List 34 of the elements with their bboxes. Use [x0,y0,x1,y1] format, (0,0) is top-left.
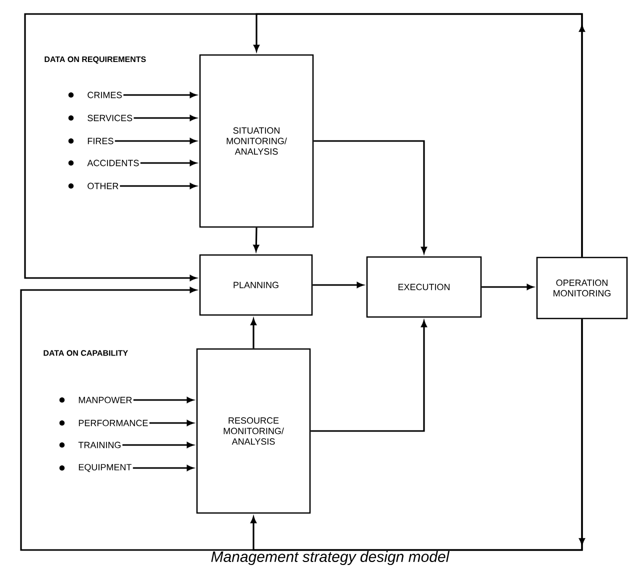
list-item: SERVICES [88,114,132,122]
list-item: ACCIDENTS [87,160,139,166]
arrow [253,228,260,252]
arrow [120,183,196,189]
process-box: EXECUTION [366,256,482,318]
arrow [24,13,583,281]
process-box: PLANNING [199,254,313,316]
list-item: OTHER [88,182,118,190]
arrow [114,138,196,144]
arrow [132,465,194,471]
list-item: CRIMES [88,92,122,98]
arrow [250,319,585,551]
arrow [314,140,427,254]
arrow [312,282,364,288]
arrow [134,115,196,121]
list-item: PERFORMANCE [78,420,148,426]
list-item: MANPOWER [78,396,132,404]
arrow [482,284,534,290]
arrow [133,397,194,403]
caption: Management strategy design model [211,551,450,565]
process-box: RESOURCE MONITORING/ ANALYSIS [196,348,311,514]
list-item: TRAINING [78,442,121,448]
process-box: OPERATION MONITORING [536,256,628,320]
arrow [123,92,196,98]
arrow [310,320,427,432]
arrow [250,318,256,348]
list-item: FIRES [88,138,114,144]
list-item: EQUIPMENT [78,464,132,472]
arrow [149,420,194,426]
section-heading: DATA ON REQUIREMENTS [44,56,146,64]
arrow [122,442,194,448]
arrow [140,160,196,166]
process-box: SITUATION MONITORING/ ANALYSIS [199,54,314,228]
section-heading: DATA ON CAPABILITY [44,350,128,356]
